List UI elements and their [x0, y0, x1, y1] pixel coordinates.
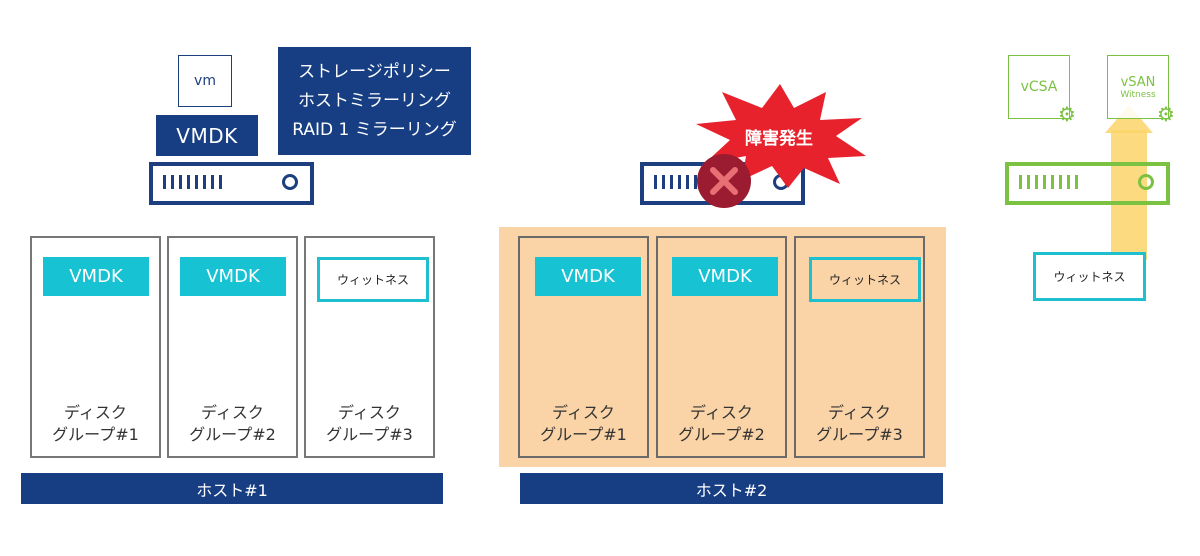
host1-disk-group-3: ウィットネス ディスク グループ#3 [304, 236, 435, 458]
disk-group-label: ディスク グループ#2 [678, 403, 765, 444]
server-ticks [1019, 175, 1078, 189]
host2-disk-group-1: VMDK ディスク グループ#1 [518, 236, 649, 458]
vm-vmdk-label: VMDK [176, 123, 238, 148]
server-ticks [163, 175, 222, 189]
vsan-witness-vm-icon: vSAN Witness [1107, 55, 1169, 119]
failure-x-icon [697, 154, 751, 208]
policy-line-1: ストレージポリシー [298, 61, 451, 82]
server-led-icon [282, 174, 298, 190]
witness-block: ウィットネス [317, 257, 429, 302]
host1-server-icon [149, 162, 314, 205]
vmdk-block: VMDK [180, 257, 286, 296]
host1-label: ホスト#1 [196, 480, 268, 500]
policy-line-2: ホストミラーリング [298, 90, 451, 111]
vcsa-gear-icon: ⚙ [1058, 102, 1076, 126]
storage-policy-box: ストレージポリシー ホストミラーリング RAID 1 ミラーリング [278, 47, 471, 155]
vsan-sublabel: Witness [1120, 89, 1156, 100]
vm-vmdk-box: VMDK [156, 115, 258, 156]
disk-group-label: ディスク グループ#1 [52, 403, 139, 444]
host2-label: ホスト#2 [695, 480, 768, 500]
host1-disk-group-2: VMDK ディスク グループ#2 [167, 236, 298, 458]
vm-icon: vm [178, 55, 232, 107]
vcsa-label: vCSA [1020, 79, 1058, 95]
failure-burst-icon [696, 84, 866, 188]
vsan-label: vSAN [1120, 74, 1156, 90]
disk-group-label: ディスク グループ#2 [189, 403, 276, 444]
disk-group-label: ディスク グループ#3 [816, 403, 903, 444]
policy-line-3: RAID 1 ミラーリング [292, 119, 457, 140]
witness-arrow-shaft [1111, 130, 1147, 260]
witness-block: ウィットネス [809, 257, 921, 302]
witness-host-witness-block: ウィットネス [1033, 252, 1146, 301]
disk-group-label: ディスク グループ#3 [326, 403, 413, 444]
witness-server-icon [1005, 162, 1170, 205]
vmdk-block: VMDK [672, 257, 778, 296]
host2-label-bar: ホスト#2 [520, 473, 943, 504]
witness-arrow-head [1105, 105, 1153, 133]
host1-disk-group-1: VMDK ディスク グループ#1 [30, 236, 161, 458]
host2-disk-group-3: ウィットネス ディスク グループ#3 [794, 236, 925, 458]
host2-disk-group-2: VMDK ディスク グループ#2 [656, 236, 787, 458]
server-led-icon [1138, 174, 1154, 190]
vsan-gear-icon: ⚙ [1157, 102, 1175, 126]
vm-label: vm [194, 73, 216, 89]
disk-group-label: ディスク グループ#1 [540, 403, 627, 444]
vmdk-block: VMDK [43, 257, 149, 296]
host1-label-bar: ホスト#1 [21, 473, 443, 504]
vcsa-vm-icon: vCSA [1008, 55, 1070, 119]
vmdk-block: VMDK [535, 257, 641, 296]
failure-label: 障害発生 [745, 129, 813, 149]
